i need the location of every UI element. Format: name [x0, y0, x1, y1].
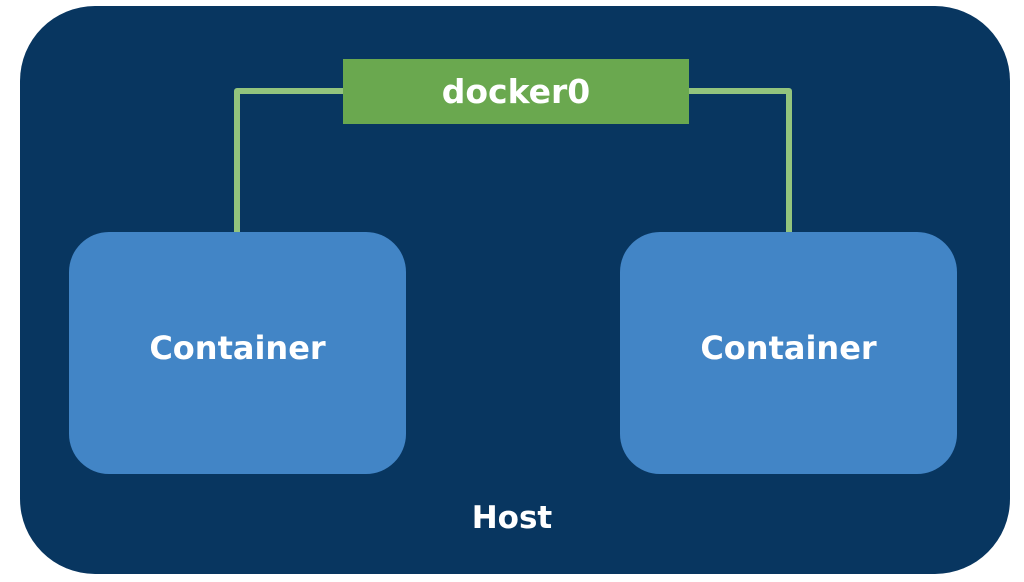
container-label: Container [700, 329, 877, 367]
docker0-bridge: docker0 [343, 59, 689, 124]
link-left [234, 88, 343, 232]
bridge-label: docker0 [441, 72, 591, 111]
container-label: Container [149, 329, 326, 367]
container-left: Container [69, 232, 406, 474]
container-right: Container [620, 232, 957, 474]
link-right [689, 88, 792, 232]
host-label: Host [471, 500, 553, 536]
